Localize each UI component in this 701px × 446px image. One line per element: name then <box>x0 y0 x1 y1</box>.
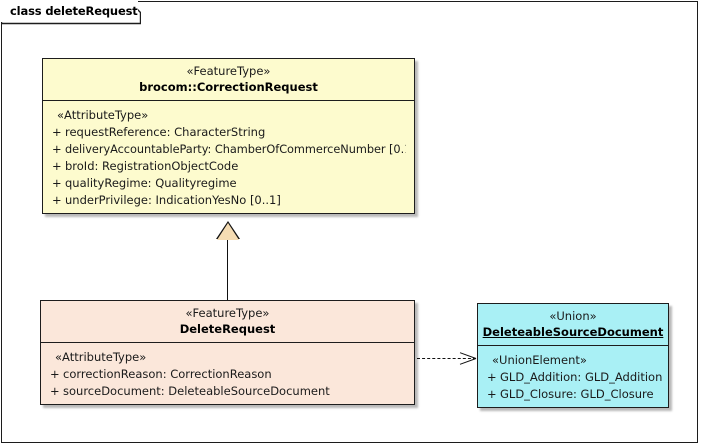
class-stereotype: «FeatureType» <box>185 306 270 320</box>
attribute-row[interactable]: + underPrivilege: IndicationYesNo [0..1] <box>46 192 411 209</box>
attribute-visibility: + <box>487 370 497 384</box>
diagram-tab-label: class deleteRequest <box>10 4 138 18</box>
class-name: brocom::CorrectionRequest <box>139 80 318 94</box>
attribute-row[interactable]: + GLD_Closure: GLD_Closure <box>481 386 665 403</box>
class-name: DeleteRequest <box>179 322 276 336</box>
attribute-row[interactable]: + sourceDocument: DeleteableSourceDocume… <box>44 383 411 400</box>
class-name: DeleteableSourceDocument <box>482 325 664 339</box>
class-compartment-divider <box>43 100 414 101</box>
attribute-visibility: + <box>52 193 62 207</box>
class-header-deleteable-source-document: «Union» DeleteableSourceDocument <box>478 304 668 345</box>
class-box-correction-request[interactable]: «FeatureType» brocom::CorrectionRequest … <box>42 58 415 214</box>
diagram-tab[interactable]: class deleteRequest <box>1 1 138 22</box>
attribute-text: GLD_Addition: GLD_Addition <box>500 370 663 384</box>
attribute-text: qualityRegime: Qualityregime <box>65 176 237 190</box>
attribute-row[interactable]: + correctionReason: CorrectionReason <box>44 366 411 383</box>
attribute-visibility: + <box>52 159 62 173</box>
class-box-delete-request[interactable]: «FeatureType» DeleteRequest «AttributeTy… <box>40 300 415 405</box>
dependency-arrowhead <box>459 352 477 365</box>
class-stereotype: «Union» <box>549 309 597 323</box>
class-attributes-correction-request: «AttributeType» + requestReference: Char… <box>43 101 414 213</box>
class-header-delete-request: «FeatureType» DeleteRequest <box>41 301 414 342</box>
dependency-line <box>417 358 476 359</box>
attribute-visibility: + <box>52 125 62 139</box>
class-box-deleteable-source-document[interactable]: «Union» DeleteableSourceDocument «UnionE… <box>477 303 669 408</box>
attribute-text: sourceDocument: DeleteableSourceDocument <box>63 384 330 398</box>
generalization-line <box>227 238 228 301</box>
attribute-group-label: «UnionElement» <box>492 353 587 367</box>
class-stereotype: «FeatureType» <box>186 64 271 78</box>
attribute-text: correctionReason: CorrectionReason <box>63 367 272 381</box>
attribute-row[interactable]: + GLD_Addition: GLD_Addition <box>481 369 665 386</box>
generalization-arrowhead <box>216 222 239 240</box>
attribute-group-label: «AttributeType» <box>57 108 149 122</box>
attribute-row[interactable]: + deliveryAccountableParty: ChamberOfCom… <box>46 141 411 158</box>
attribute-visibility: + <box>50 367 60 381</box>
class-attributes-delete-request: «AttributeType» + correctionReason: Corr… <box>41 343 414 404</box>
attribute-visibility: + <box>487 387 497 401</box>
attribute-visibility: + <box>52 142 62 156</box>
attribute-row[interactable]: + qualityRegime: Qualityregime <box>46 175 411 192</box>
attribute-group-label: «AttributeType» <box>55 350 147 364</box>
attribute-visibility: + <box>50 384 60 398</box>
attribute-text: underPrivilege: IndicationYesNo [0..1] <box>65 193 281 207</box>
class-compartment-divider <box>478 345 668 346</box>
class-compartment-divider <box>41 342 414 343</box>
attribute-text: requestReference: CharacterString <box>65 125 266 139</box>
attribute-text: deliveryAccountableParty: ChamberOfComme… <box>65 142 406 156</box>
class-header-correction-request: «FeatureType» brocom::CorrectionRequest <box>43 59 414 100</box>
attribute-row[interactable]: + requestReference: CharacterString <box>46 124 411 141</box>
attribute-visibility: + <box>52 176 62 190</box>
attribute-text: broId: RegistrationObjectCode <box>65 159 239 173</box>
attribute-text: GLD_Closure: GLD_Closure <box>500 387 654 401</box>
class-attributes-deleteable-source-document: «UnionElement» + GLD_Addition: GLD_Addit… <box>478 346 668 407</box>
attribute-row[interactable]: + broId: RegistrationObjectCode <box>46 158 411 175</box>
